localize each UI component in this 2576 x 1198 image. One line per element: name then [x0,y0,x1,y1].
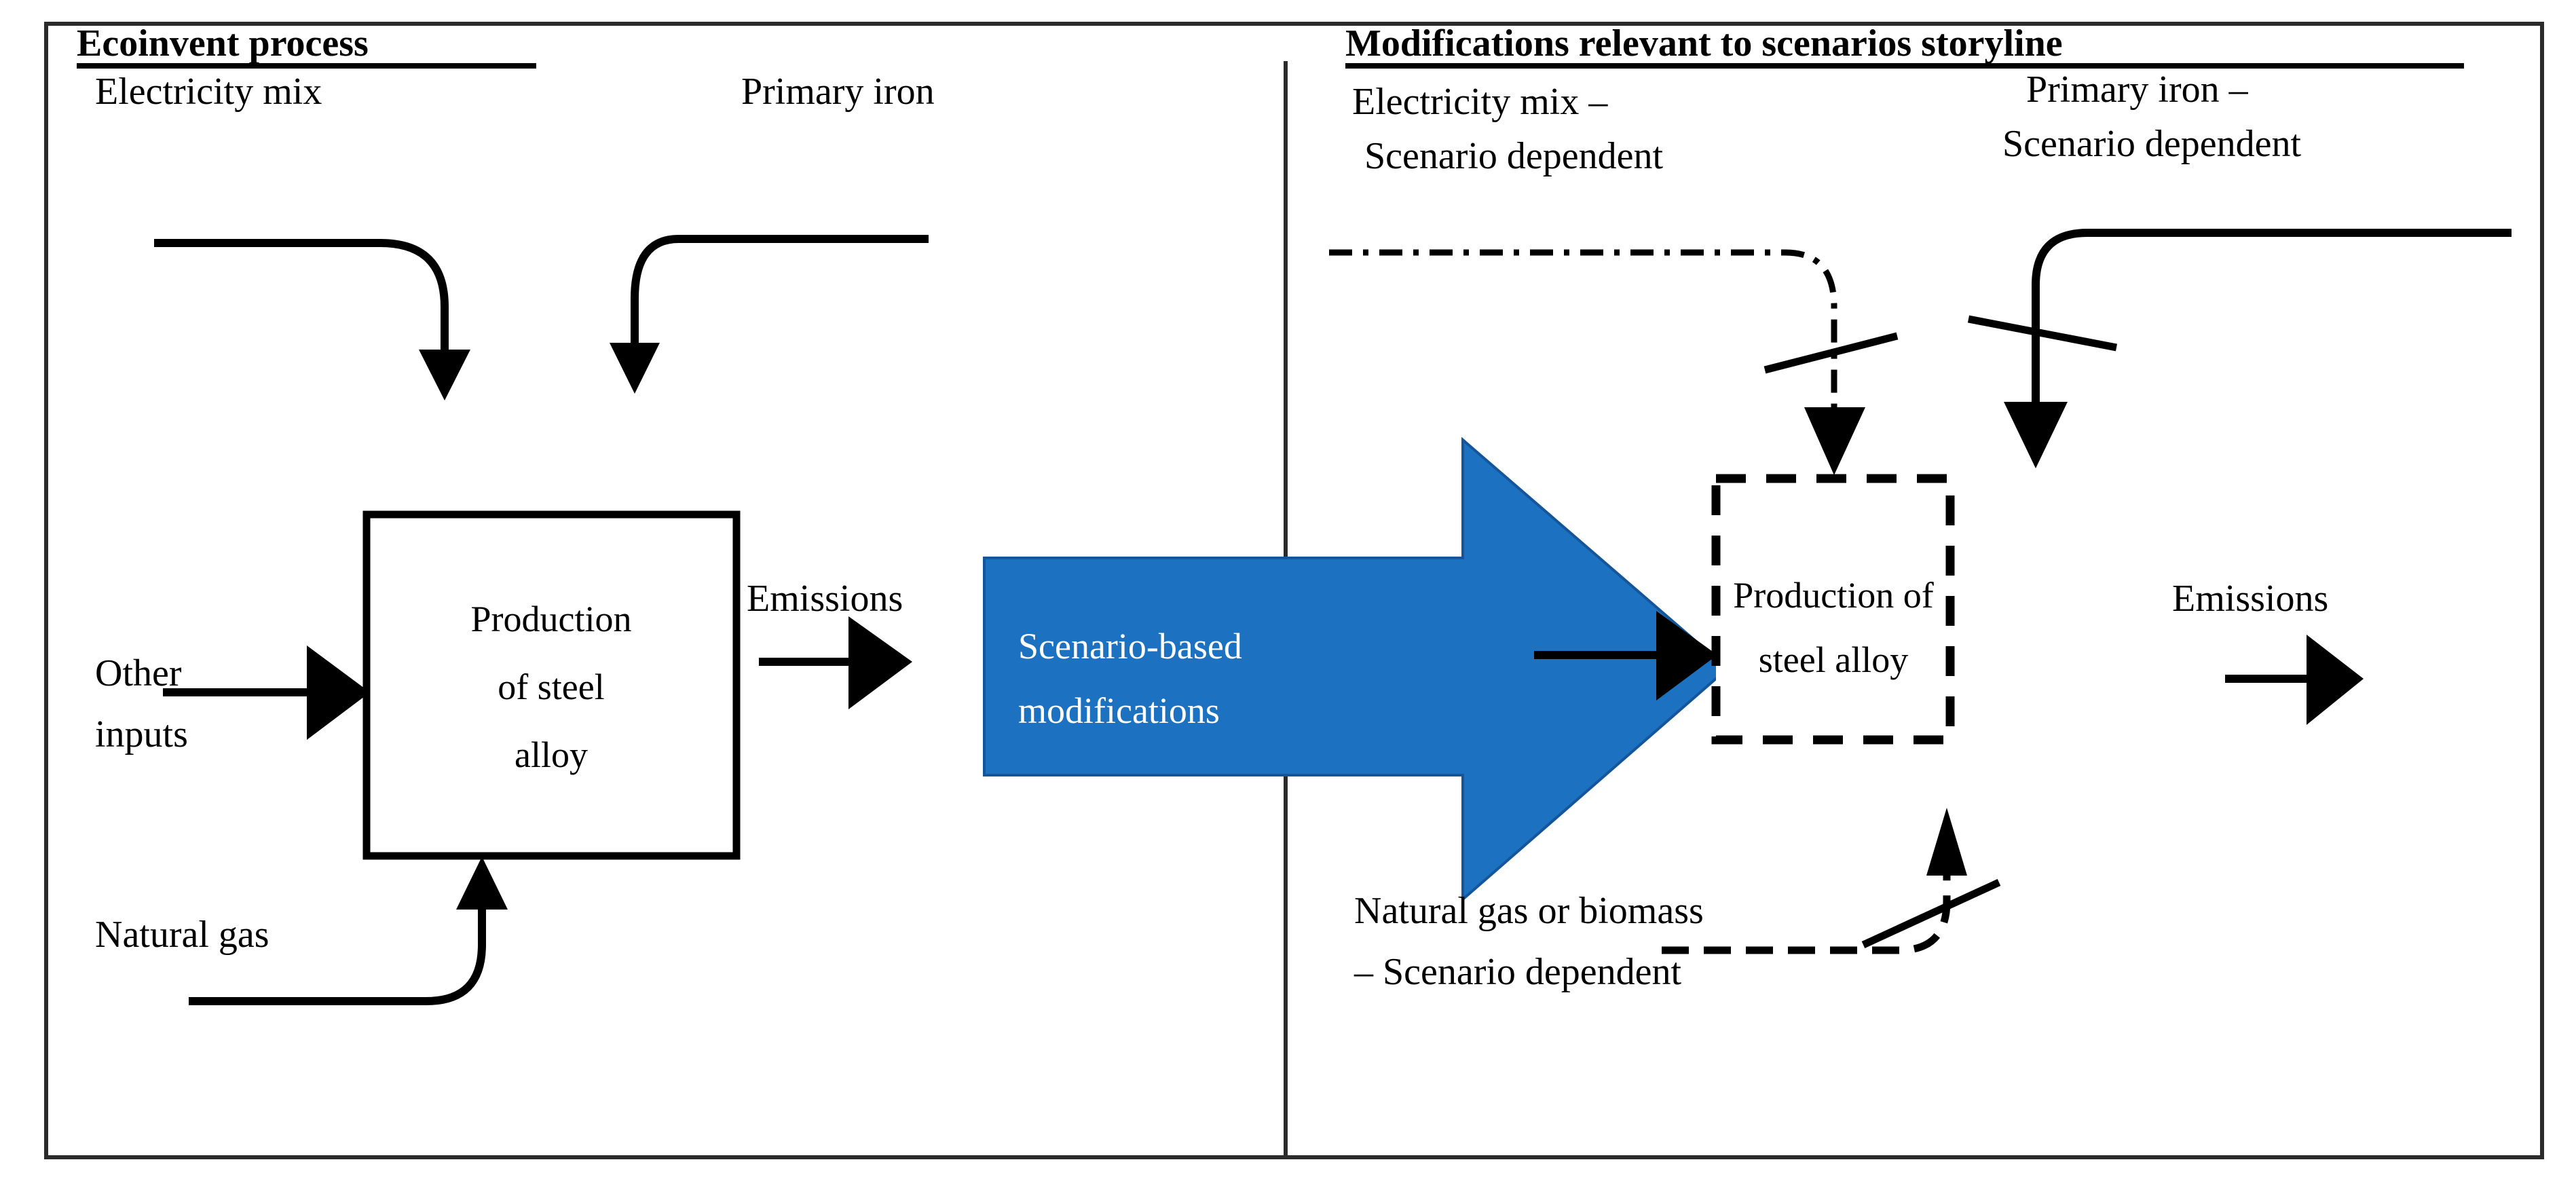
transition-label-line2: modifications [1018,690,1220,731]
left-production-box-line1: Production [471,599,632,639]
right-electricity-mix-arrowhead [1804,407,1865,475]
left-electricity-mix-arrowhead [419,350,470,400]
left-primary-iron-label: Primary iron [741,71,935,113]
right-production-box-line1: Production of [1733,575,1933,616]
right-electricity-mix-flow-line [1329,249,1837,407]
right-electricity-mix-label-line1: Electricity mix – [1352,81,1608,123]
left-other-inputs-label-line2: inputs [95,713,188,755]
right-primary-iron-label-line2: Scenario dependent [2002,123,2301,165]
right-electricity-mix-label-line2: Scenario dependent [1364,135,1663,177]
right-electricity-mix-slash-mark [1763,332,1899,374]
left-natural-gas-label: Natural gas [95,914,269,956]
right-primary-iron-arrowhead [2004,402,2068,468]
left-other-inputs-label-line1: Other [95,652,182,694]
left-natural-gas-flow-line [189,910,486,1005]
left-production-box [362,510,741,860]
left-panel-title: Ecoinvent process [77,22,369,64]
left-natural-gas-arrowhead [456,857,508,910]
right-natural-gas-label-line1: Natural gas or biomass [1354,890,1704,932]
right-production-box [1711,474,1955,745]
left-emissions-label: Emissions [747,578,903,620]
figure-outer-frame [44,22,2544,1159]
right-primary-iron-label-line1: Primary iron – [2026,69,2249,111]
left-primary-iron-flow-line [631,235,929,343]
right-panel-title: Modifications relevant to scenarios stor… [1345,22,2063,64]
scenario-based-modifications-arrow[interactable] [983,436,1730,903]
right-natural-gas-slash-mark [1861,879,2001,948]
right-natural-gas-flow-line [1662,876,1951,954]
left-emissions-arrowhead [848,616,912,709]
left-production-box-line2: of steel [498,667,604,707]
left-primary-iron-arrowhead [610,343,660,394]
right-natural-gas-label-line2: – Scenario dependent [1354,951,1681,993]
right-emissions-arrowhead [2307,635,2364,725]
right-natural-gas-arrowhead [1926,808,1967,876]
right-production-box-line2: steel alloy [1759,639,1908,680]
left-electricity-mix-flow-line [154,239,449,350]
transition-label-line1: Scenario-based [1018,626,1242,667]
left-production-box-line3: alloy [515,734,588,775]
right-process-entry-arrowhead [1656,611,1717,700]
right-primary-iron-flow-line [2032,229,2512,402]
right-primary-iron-slash-mark [1967,315,2118,352]
left-electricity-mix-label: Electricity mix [95,71,322,113]
left-other-inputs-arrowhead [307,645,370,740]
right-emissions-label: Emissions [2172,578,2328,620]
